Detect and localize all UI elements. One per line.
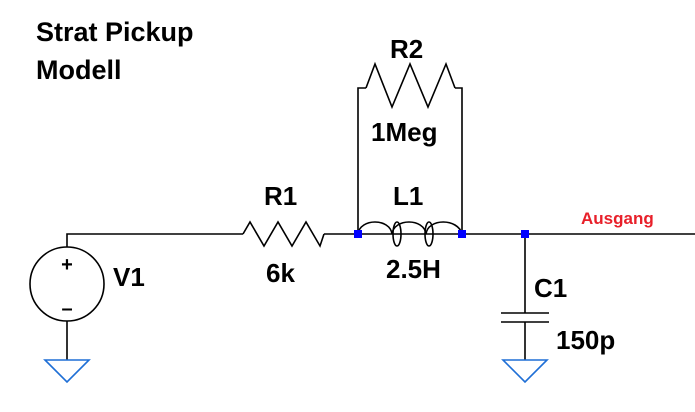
inductor-l1-coils[interactable]	[357, 221, 463, 235]
ground-v1-icon	[43, 359, 91, 384]
net-label-ausgang: Ausgang	[581, 209, 654, 228]
inductor-l1-loop-2	[424, 221, 434, 247]
title-line-1: Strat Pickup	[36, 17, 194, 47]
c1-label: C1	[534, 273, 567, 303]
wire-v1-r1	[66, 233, 243, 247]
r2-label: R2	[390, 34, 423, 64]
inductor-l1-loop-1	[392, 221, 402, 247]
resistor-r2[interactable]	[365, 61, 456, 110]
node-l1-output[interactable]	[458, 230, 466, 238]
wire-r2-left	[357, 87, 366, 234]
r1-value: 6k	[266, 258, 295, 288]
c1-value: 150p	[556, 325, 615, 355]
node-c1-output[interactable]	[521, 230, 529, 238]
r2-value: 1Meg	[371, 117, 437, 147]
title-line-2: Modell	[36, 55, 122, 85]
ground-c1-icon	[501, 359, 549, 384]
node-r1-l1[interactable]	[354, 230, 362, 238]
v1-label: V1	[113, 262, 145, 292]
voltage-source-v1[interactable]: + –	[29, 246, 105, 322]
v1-minus-sign: –	[61, 298, 72, 320]
l1-label: L1	[393, 181, 423, 211]
wire-r2-right	[455, 87, 463, 234]
l1-value: 2.5H	[386, 254, 441, 284]
resistor-r1[interactable]	[242, 220, 325, 248]
v1-plus-sign: +	[61, 254, 73, 276]
r1-label: R1	[264, 181, 297, 211]
